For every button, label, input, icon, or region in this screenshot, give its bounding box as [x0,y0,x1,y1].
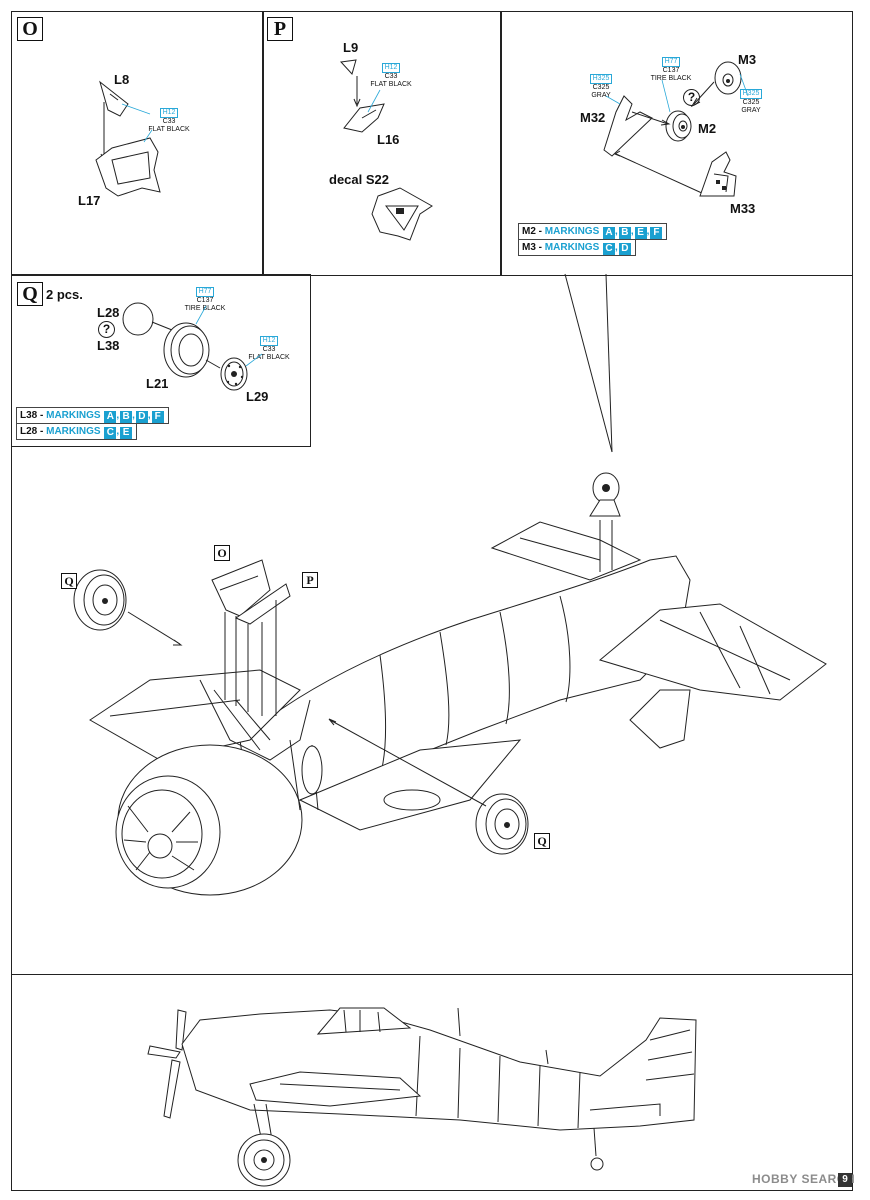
marking-letter: E [634,227,647,239]
markings-row-l38: L38 - MARKINGS A,B,D,F [16,407,169,424]
callout-p: P [302,572,318,588]
watermark: HOBBY SEARCH [752,1172,856,1186]
part-l17-label: L17 [78,193,101,208]
marking-letter: A [603,227,616,239]
callout-q-right: Q [534,833,550,849]
paint-c-code: C137 [662,67,680,74]
marking-part: M3 [522,242,536,253]
paint-callout-m-gray-right: H325 C325 GRAY [734,89,768,115]
marking-part: M2 [522,226,536,237]
paint-h-code: H325 [739,89,763,99]
marking-letter: B [120,411,133,423]
markings-row-l28: L28 - MARKINGS C,E [16,423,138,440]
marking-sep: - [535,226,545,237]
paint-color-name: FLAT BLACK [370,81,412,88]
part-m33-label: M33 [730,201,756,216]
paint-color-name: FLAT BLACK [148,126,190,133]
panel-step-m [500,11,853,276]
markings-word: MARKINGS [544,242,600,253]
paint-c-code: C325 [742,99,760,106]
part-l29-label: L29 [246,389,269,404]
paint-h-code: H77 [661,57,681,67]
page-number: 9 [838,1173,852,1187]
paint-h-code: H77 [195,287,215,297]
paint-color-name: GRAY [741,107,761,114]
marking-letter: E [120,427,133,439]
markings-row-m3: M3 - MARKINGS C,D [518,239,636,256]
part-l9-label: L9 [343,40,359,55]
panel-step-o [11,11,264,276]
markings-word: MARKINGS [46,426,101,437]
paint-c-code: C325 [592,84,610,91]
part-l8-label: L8 [114,72,130,87]
marking-letter: D [135,411,148,423]
paint-callout-q-tire: H77 C137 TIRE BLACK [182,287,228,313]
markings-word: MARKINGS [544,226,600,237]
question-mark-icon: ? [683,89,700,106]
paint-color-name: TIRE BLACK [184,305,226,312]
marking-letter: D [618,243,631,255]
question-mark-icon: ? [98,321,115,338]
step-q-badge: Q [17,282,43,306]
step-o-badge: O [17,17,43,41]
marking-letter: B [618,227,631,239]
part-l21-label: L21 [146,376,169,391]
part-m32-label: M32 [580,110,606,125]
callout-o: O [214,545,230,561]
paint-callout-q-hub: H12 C33 FLAT BLACK [246,336,292,362]
paint-h-code: H12 [381,63,401,73]
marking-part: L38 [20,410,38,421]
marking-sep: - [37,410,47,421]
decal-s22-label: decal S22 [329,172,389,187]
part-m2-label: M2 [698,121,717,136]
markings-word: MARKINGS [46,410,101,421]
paint-c-code: C33 [162,118,176,125]
part-m3-label: M3 [738,52,757,67]
callout-q-left: Q [61,573,77,589]
marking-letter: C [104,427,117,439]
paint-c-code: C137 [196,297,214,304]
paint-color-name: TIRE BLACK [650,75,692,82]
marking-part: L28 [20,426,38,437]
markings-row-m2: M2 - MARKINGS A,B,E,F [518,223,668,240]
paint-callout-m-gray-left: H325 C325 GRAY [584,74,618,100]
marking-sep: - [535,242,545,253]
quantity-label: 2 pcs. [46,287,83,302]
paint-color-name: FLAT BLACK [248,354,290,361]
paint-h-code: H325 [589,74,613,84]
marking-letter: A [104,411,117,423]
part-l16-label: L16 [377,132,400,147]
paint-callout-p: H12 C33 FLAT BLACK [368,63,414,89]
paint-c-code: C33 [262,346,276,353]
panel-step-p [262,11,502,276]
profile-view-frame [11,974,853,1191]
marking-letter: F [151,411,164,423]
paint-h-code: H12 [259,336,279,346]
paint-c-code: C33 [384,73,398,80]
marking-letter: C [603,243,616,255]
part-l38-label: L38 [97,338,120,353]
marking-sep: - [37,426,47,437]
paint-color-name: GRAY [591,92,611,99]
part-l28-label: L28 [97,305,120,320]
paint-callout-o: H12 C33 FLAT BLACK [146,108,192,134]
paint-h-code: H12 [159,108,179,118]
step-p-badge: P [267,17,293,41]
paint-callout-m-tire: H77 C137 TIRE BLACK [648,57,694,83]
marking-letter: F [650,227,663,239]
main-assembly-frame [11,274,853,975]
